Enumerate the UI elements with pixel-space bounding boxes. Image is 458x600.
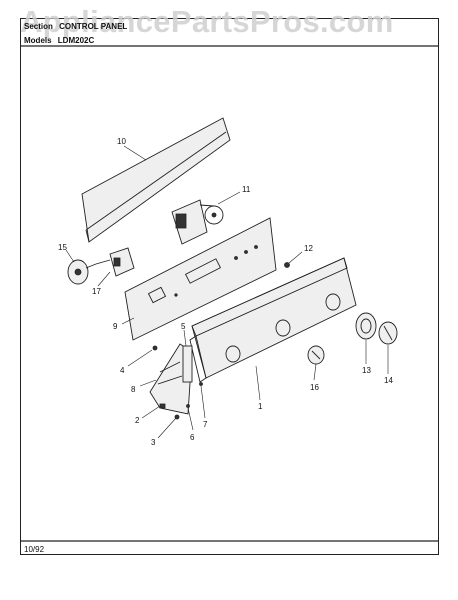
part-dial-skirt bbox=[355, 312, 377, 340]
section-header: Section CONTROL PANEL bbox=[24, 22, 127, 31]
part-left-knob bbox=[67, 259, 97, 285]
callout-15: 15 bbox=[58, 243, 67, 252]
models-label: Models bbox=[24, 36, 52, 45]
callout-12: 12 bbox=[304, 244, 313, 253]
part-clip-2 bbox=[159, 403, 166, 409]
part-switch-bracket bbox=[95, 247, 135, 277]
callout-6: 6 bbox=[190, 433, 195, 442]
part-control-plate bbox=[124, 217, 277, 341]
callout-10: 10 bbox=[117, 137, 126, 146]
callout-17: 17 bbox=[92, 287, 101, 296]
watermark-text: AppliancePartsPros.com bbox=[20, 4, 394, 39]
part-clip-4 bbox=[152, 345, 158, 351]
part-rear-shield bbox=[81, 117, 231, 243]
part-screw bbox=[284, 262, 290, 268]
leader-lines bbox=[65, 145, 389, 439]
callout-4: 4 bbox=[120, 366, 125, 375]
callout-labels: 10 11 15 17 12 9 5 4 8 2 3 6 7 1 16 13 1… bbox=[58, 137, 393, 447]
part-timer bbox=[171, 199, 224, 245]
part-screw-7 bbox=[199, 382, 203, 386]
models-value: LDM202C bbox=[57, 36, 95, 45]
callout-3: 3 bbox=[151, 438, 156, 447]
callout-9: 9 bbox=[113, 322, 118, 331]
callout-11: 11 bbox=[242, 185, 251, 194]
section-value: CONTROL PANEL bbox=[59, 22, 128, 31]
footer-date: 10/92 bbox=[24, 545, 45, 554]
part-console-housing bbox=[189, 257, 357, 383]
callout-14: 14 bbox=[384, 376, 393, 385]
callout-8: 8 bbox=[131, 385, 136, 394]
part-screw-6 bbox=[186, 404, 190, 408]
callout-13: 13 bbox=[362, 366, 371, 375]
part-knob-16 bbox=[307, 345, 325, 365]
callout-7: 7 bbox=[203, 420, 208, 429]
part-end-cap bbox=[149, 343, 193, 415]
section-label: Section bbox=[24, 22, 53, 31]
callout-2: 2 bbox=[135, 416, 140, 425]
diagram-frame bbox=[20, 18, 439, 555]
models-header: Models LDM202C bbox=[24, 36, 94, 45]
part-spacer bbox=[182, 345, 193, 383]
callout-16: 16 bbox=[310, 383, 319, 392]
part-dial-knob bbox=[378, 321, 398, 345]
callout-1: 1 bbox=[258, 402, 263, 411]
callout-5: 5 bbox=[181, 322, 186, 331]
